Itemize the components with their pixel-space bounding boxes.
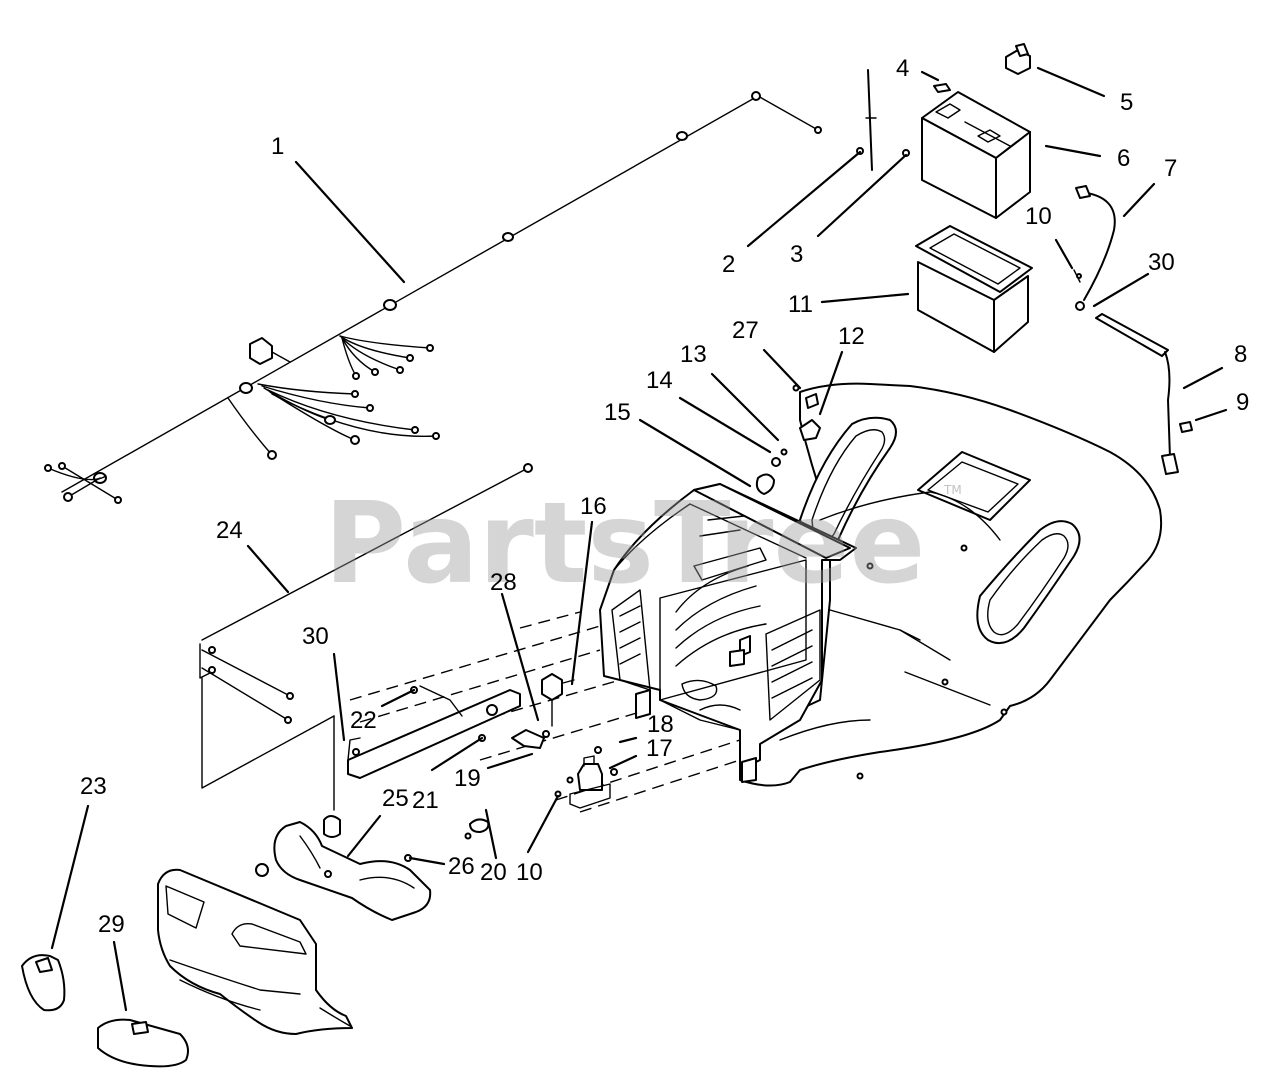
callout-12: 12 bbox=[838, 323, 865, 350]
callout-5: 5 bbox=[1120, 89, 1133, 116]
fender-body bbox=[739, 382, 1163, 787]
callout-4: 4 bbox=[896, 55, 909, 82]
callout-23: 23 bbox=[80, 773, 107, 800]
callout-7: 7 bbox=[1164, 155, 1177, 182]
callout-17: 17 bbox=[646, 735, 673, 762]
callout-3: 3 bbox=[790, 241, 803, 268]
callout-21: 21 bbox=[412, 787, 439, 814]
watermark-text: PartsTree bbox=[324, 479, 925, 609]
callout-6: 6 bbox=[1117, 145, 1130, 172]
callout-14: 14 bbox=[646, 367, 673, 394]
dash-console bbox=[599, 384, 857, 783]
callout-30-upper: 30 bbox=[1148, 249, 1175, 276]
callout-10-upper: 10 bbox=[1025, 203, 1052, 230]
watermark: PartsTree TM bbox=[324, 479, 962, 609]
wiring-harness bbox=[44, 91, 822, 504]
callout-27: 27 bbox=[732, 317, 759, 344]
front-parts bbox=[21, 463, 618, 1068]
callout-30-lower: 30 bbox=[302, 623, 329, 650]
leader-lines bbox=[50, 66, 1228, 1012]
callout-1: 1 bbox=[271, 133, 284, 160]
callout-24: 24 bbox=[216, 517, 243, 544]
callout-16: 16 bbox=[580, 493, 607, 520]
callout-26: 26 bbox=[448, 853, 475, 880]
callout-20: 20 bbox=[480, 859, 507, 886]
callout-28: 28 bbox=[490, 569, 517, 596]
callout-11: 11 bbox=[788, 291, 813, 318]
callout-10-lower: 10 bbox=[516, 859, 543, 886]
frame-outline bbox=[349, 611, 741, 813]
battery-parts bbox=[856, 43, 1193, 475]
callout-13: 13 bbox=[680, 341, 707, 368]
callouts: 1 2 3 4 5 6 7 8 9 10 30 11 27 12 13 14 1… bbox=[80, 55, 1249, 938]
callout-29: 29 bbox=[98, 911, 125, 938]
callout-8: 8 bbox=[1234, 341, 1247, 368]
callout-19: 19 bbox=[454, 765, 481, 792]
callout-9: 9 bbox=[1236, 389, 1249, 416]
callout-2: 2 bbox=[722, 251, 735, 278]
callout-15: 15 bbox=[604, 399, 631, 426]
callout-18: 18 bbox=[647, 711, 674, 738]
callout-22: 22 bbox=[350, 707, 377, 734]
watermark-trademark: TM bbox=[943, 483, 962, 497]
callout-25: 25 bbox=[382, 785, 409, 812]
